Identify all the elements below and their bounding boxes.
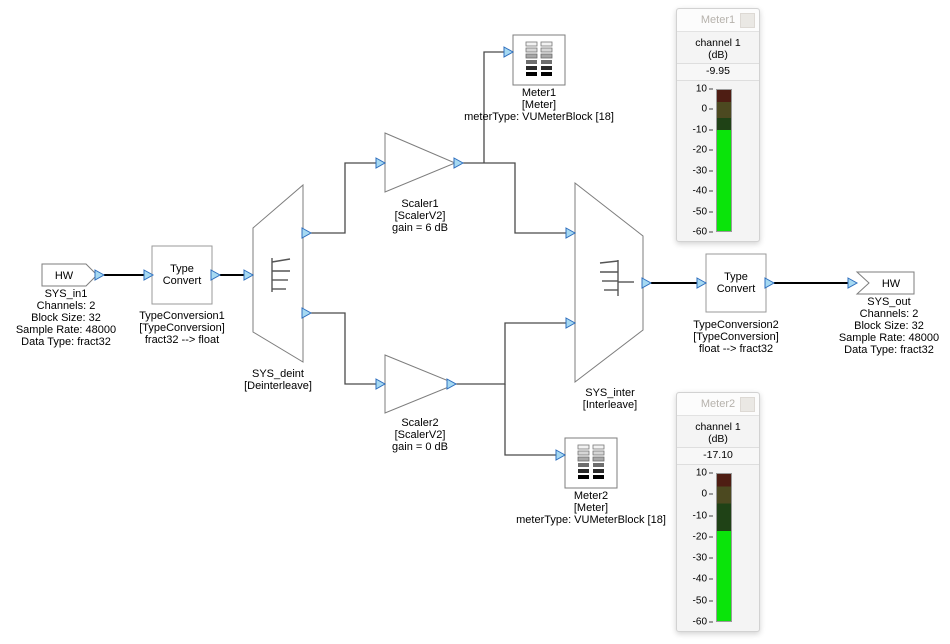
meter1-panel-titlebar-button[interactable] xyxy=(740,13,755,28)
pin-deint-out1[interactable] xyxy=(301,227,313,239)
wire-scaler2-meter2[interactable] xyxy=(504,384,556,456)
meter-scale-tick: -10 xyxy=(677,510,713,521)
scaler2-label: Scaler2 [ScalerV2] gain = 0 dB xyxy=(392,417,448,453)
meter-level-fill xyxy=(717,530,731,621)
meter-scale-tick: -10 xyxy=(677,124,713,135)
meter-bar xyxy=(716,89,732,232)
pin-deint-out2[interactable] xyxy=(301,307,313,319)
meter-scale-tick: -20 xyxy=(677,145,713,156)
pin-meter1-in[interactable] xyxy=(503,46,515,58)
meter-scale-tick: 0 xyxy=(677,104,713,115)
typeconversion2-box-text-2: Convert xyxy=(717,283,756,295)
meter-scale-tick: -40 xyxy=(677,574,713,585)
hw-output-label: HW xyxy=(882,278,901,290)
meter-scale-tick: -50 xyxy=(677,206,713,217)
hw-output-block[interactable] xyxy=(855,271,915,295)
deinterleave-block[interactable] xyxy=(252,183,304,363)
typeconversion1-label: TypeConversion1 [TypeConversion] fract32… xyxy=(139,310,225,346)
hw-input-label: HW xyxy=(55,270,74,282)
hw-input-block[interactable] xyxy=(41,263,98,287)
meter-scale-tick: -20 xyxy=(677,531,713,542)
deinterleave-icon xyxy=(271,258,291,292)
meter1-value: -9.95 xyxy=(677,64,759,81)
scaler1-block[interactable] xyxy=(384,132,457,193)
meter2-panel-titlebar[interactable]: Meter2 xyxy=(677,393,759,416)
meter1-channel-header: channel 1 (dB) xyxy=(677,32,759,64)
pin-hwout-in[interactable] xyxy=(847,277,859,289)
meter1-vu-icon xyxy=(525,41,553,76)
meter2-unit-label: (dB) xyxy=(708,433,728,445)
meter1-unit-label: (dB) xyxy=(708,49,728,61)
meter1-block[interactable] xyxy=(512,34,566,86)
meter2-vu-icon xyxy=(577,444,605,479)
sys-in-label: SYS_in1 Channels: 2 Block Size: 32 Sampl… xyxy=(15,288,117,348)
pin-tc2-out[interactable] xyxy=(764,277,776,289)
wire-deint-scaler1[interactable] xyxy=(311,162,376,234)
pin-meter2-in[interactable] xyxy=(555,449,567,461)
wire-scaler2-inter[interactable] xyxy=(456,322,566,385)
typeconversion2-label: TypeConversion2 [TypeConversion] float -… xyxy=(693,319,779,355)
pin-scaler1-in[interactable] xyxy=(375,157,387,169)
meter2-display: 10 0 -10 -20 -30 -40 -50 -60 xyxy=(677,465,759,631)
meter-scale-tick: -30 xyxy=(677,553,713,564)
meter2-panel: Meter2 channel 1 (dB) -17.10 10 0 -10 -20 -3… xyxy=(676,392,760,632)
typeconversion1-box-text-1: Type xyxy=(170,263,194,275)
meter1-panel-title: Meter1 xyxy=(700,14,736,26)
interleave-icon xyxy=(599,260,634,296)
pin-tc1-out[interactable] xyxy=(210,269,222,281)
meter2-value: -17.10 xyxy=(677,448,759,465)
meter-scale-tick: 10 xyxy=(677,468,713,479)
typeconversion1-box-text-2: Convert xyxy=(163,275,202,287)
pin-scaler1-out[interactable] xyxy=(453,157,465,169)
meter2-panel-titlebar-button[interactable] xyxy=(740,397,755,412)
wire-scaler1-meter1[interactable] xyxy=(483,51,504,163)
meter-scale-tick: -60 xyxy=(677,227,713,238)
pin-inter-in1[interactable] xyxy=(565,227,577,239)
meter1-panel: Meter1 channel 1 (dB) -9.95 10 0 -10 -20 -30… xyxy=(676,8,760,242)
pin-scaler2-in[interactable] xyxy=(375,378,387,390)
meter-scale-tick: 10 xyxy=(677,84,713,95)
wire-deint-scaler2[interactable] xyxy=(311,312,376,385)
typeconversion2-box-text-1: Type xyxy=(724,271,748,283)
interleave-block[interactable] xyxy=(574,181,644,384)
pin-scaler2-out[interactable] xyxy=(446,378,458,390)
wire-scaler1-inter[interactable] xyxy=(463,162,566,234)
meter-scale-tick: 0 xyxy=(677,489,713,500)
pin-tc1-in[interactable] xyxy=(143,269,155,281)
scaler2-block[interactable] xyxy=(384,354,458,414)
meter2-channel-label: channel 1 xyxy=(695,421,741,433)
meter-scale-tick: -30 xyxy=(677,165,713,176)
meter-bar xyxy=(716,473,732,622)
meter1-panel-titlebar[interactable]: Meter1 xyxy=(677,9,759,32)
meter-scale-tick: -50 xyxy=(677,595,713,606)
pin-hwin-out[interactable] xyxy=(94,269,106,281)
sys-out-label: SYS_out Channels: 2 Block Size: 32 Sampl… xyxy=(838,296,940,356)
meter2-block[interactable] xyxy=(564,437,618,489)
typeconversion2-block[interactable] xyxy=(705,253,767,313)
meter1-display: 10 0 -10 -20 -30 -40 -50 -60 xyxy=(677,81,759,241)
deinterleave-label: SYS_deint [Deinterleave] xyxy=(244,368,312,392)
meter1-label: Meter1 [Meter] meterType: VUMeterBlock [… xyxy=(464,87,614,123)
meter1-channel-label: channel 1 xyxy=(695,37,741,49)
interleave-label: SYS_inter [Interleave] xyxy=(582,387,638,411)
meter2-label: Meter2 [Meter] meterType: VUMeterBlock [… xyxy=(516,490,666,526)
pin-inter-out[interactable] xyxy=(641,277,653,289)
meter-scale-tick: -40 xyxy=(677,186,713,197)
pin-tc2-in[interactable] xyxy=(696,277,708,289)
pin-inter-in2[interactable] xyxy=(565,317,577,329)
meter2-panel-title: Meter2 xyxy=(700,398,736,410)
meter-level-fill xyxy=(717,130,731,231)
meter2-channel-header: channel 1 (dB) xyxy=(677,416,759,448)
meter-scale-tick: -60 xyxy=(677,617,713,628)
scaler1-label: Scaler1 [ScalerV2] gain = 6 dB xyxy=(392,198,448,234)
pin-deint-in[interactable] xyxy=(243,269,255,281)
